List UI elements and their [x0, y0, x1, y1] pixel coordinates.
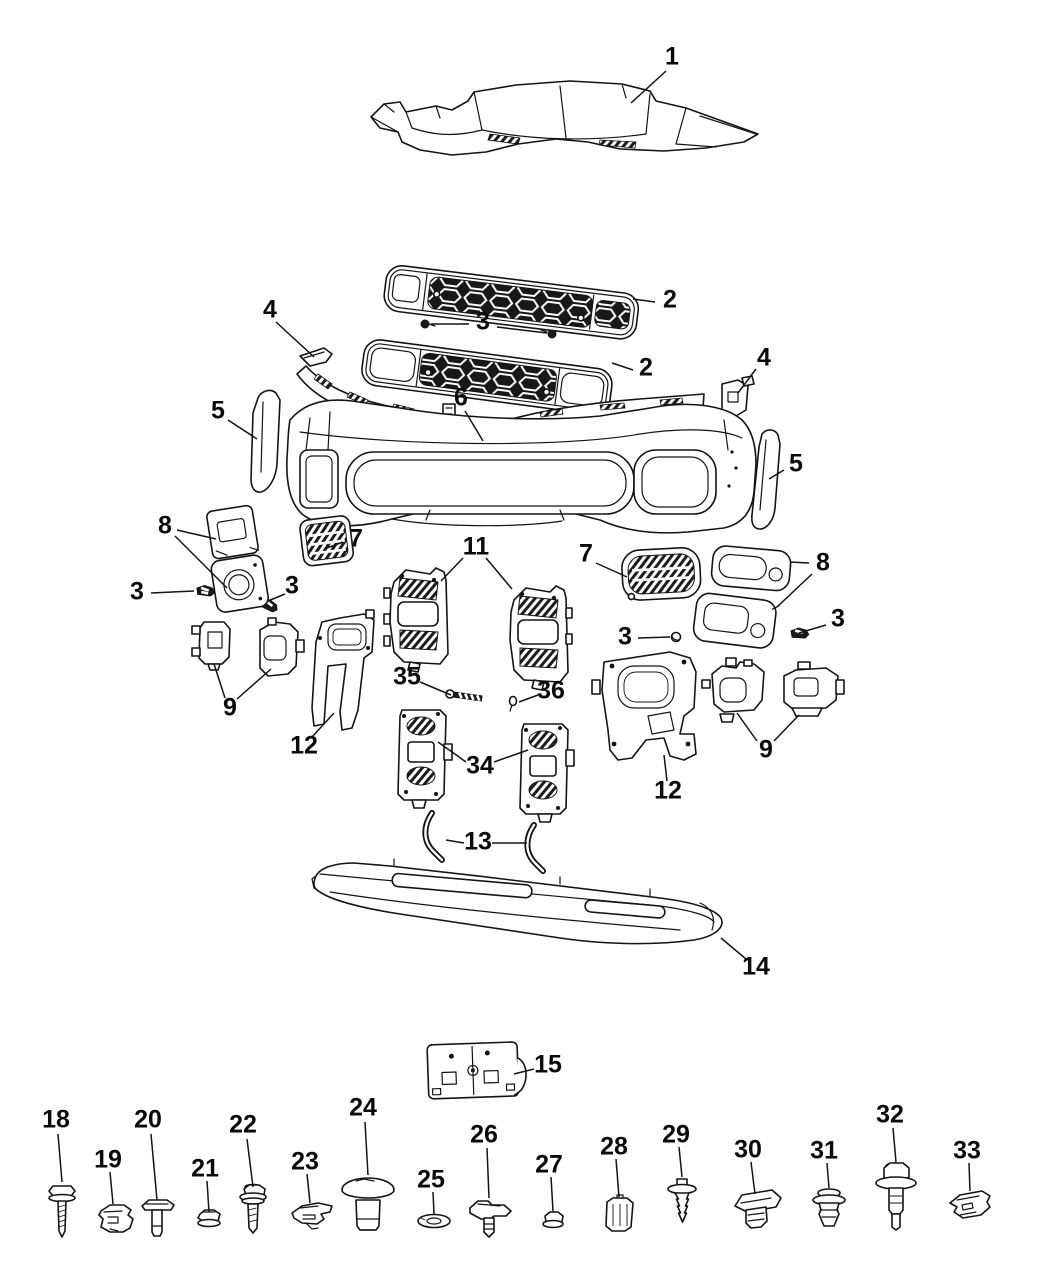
part-bolt-32: [875, 1162, 917, 1231]
part-pushpin-26: [469, 1200, 512, 1238]
part-frame-12-right: [591, 651, 697, 761]
callout-5-left: 5: [211, 397, 225, 425]
callout-4-right: 4: [757, 344, 771, 372]
callout-8-right: 8: [816, 549, 830, 577]
part-bolt-24: [341, 1177, 395, 1231]
callout-30: 30: [734, 1136, 762, 1164]
part-bumper-face-bar: [286, 399, 757, 534]
leader-lines: [57, 70, 971, 1215]
callout-12-right: 12: [654, 777, 682, 805]
part-rivet-29: [667, 1178, 697, 1223]
part-pin-36: [508, 695, 518, 712]
part-cap-left-lower: [210, 554, 269, 613]
callout-9-left: 9: [223, 694, 237, 722]
part-screw-grille-right: [540, 329, 557, 339]
callout-34: 34: [466, 752, 494, 780]
callout-20: 20: [134, 1106, 162, 1134]
callout-14: 14: [742, 953, 770, 981]
callout-9-right: 9: [759, 736, 773, 764]
part-screw-grille-left: [420, 319, 436, 329]
callout-1: 1: [665, 43, 679, 71]
part-nut-21: [197, 1209, 221, 1228]
callout-5-right: 5: [789, 450, 803, 478]
callout-25: 25: [417, 1166, 445, 1194]
callout-3-left-inner: 3: [285, 572, 299, 600]
callout-2-upper: 2: [663, 286, 677, 314]
part-bracket-9-left-a: [191, 621, 231, 671]
callout-28: 28: [600, 1133, 628, 1161]
callout-7-left: 7: [349, 525, 363, 553]
callout-22: 22: [229, 1111, 257, 1139]
part-rod-13-right: [524, 822, 546, 874]
part-rod-13-left: [422, 810, 445, 863]
part-grille-insert-upper: [383, 265, 640, 340]
callout-3-right-inner: 3: [618, 623, 632, 651]
part-grommet-31: [812, 1188, 846, 1227]
part-bolt-22: [239, 1183, 267, 1234]
callout-19: 19: [94, 1146, 122, 1174]
part-plate-34-right: [519, 723, 575, 823]
part-screw-20: [141, 1199, 175, 1237]
callout-24: 24: [349, 1094, 377, 1122]
part-cap-right-upper: [710, 545, 792, 592]
callout-6: 6: [454, 384, 468, 412]
part-cap-left-upper: [206, 504, 260, 560]
callout-31: 31: [810, 1137, 838, 1165]
callout-2-lower: 2: [639, 354, 653, 382]
part-bolt-18: [48, 1185, 76, 1238]
callout-11: 11: [463, 533, 490, 561]
part-bezel-right: [621, 547, 702, 601]
part-bezel-left: [299, 515, 355, 567]
part-side-bracket-left: [250, 389, 281, 493]
part-screw-35: [445, 689, 483, 702]
part-bracket-11-right: [509, 585, 573, 691]
callout-36: 36: [537, 677, 565, 705]
callout-26: 26: [470, 1121, 498, 1149]
callout-8-left: 8: [158, 512, 172, 540]
callout-18: 18: [42, 1106, 70, 1134]
part-plate-34-left: [397, 709, 453, 809]
part-grille-insert-lower: [361, 339, 613, 416]
callout-3-right-outer: 3: [831, 605, 845, 633]
part-side-bracket-right: [751, 429, 781, 530]
callout-3-left-outer: 3: [130, 578, 144, 606]
part-shield-panel: [370, 80, 759, 156]
part-washer-25: [417, 1213, 451, 1229]
part-license-plate-bracket: [426, 1041, 527, 1100]
part-air-dam: [311, 858, 723, 945]
part-bracket-9-right-b: [783, 661, 845, 717]
part-clip-right-inner: [670, 631, 682, 643]
callout-29: 29: [662, 1121, 690, 1149]
part-clip-23: [291, 1202, 333, 1230]
callout-21: 21: [191, 1155, 219, 1183]
callout-13: 13: [464, 828, 492, 856]
part-clip-28: [605, 1194, 634, 1232]
callout-7-right: 7: [579, 540, 593, 568]
part-screw-left-outer: [196, 585, 216, 597]
part-frame-12-left: [311, 609, 375, 731]
callout-23: 23: [291, 1148, 319, 1176]
callout-3-grille: 3: [476, 308, 490, 336]
callout-32: 32: [876, 1101, 904, 1129]
callout-35: 35: [393, 663, 421, 691]
part-clip-30: [734, 1189, 782, 1229]
callout-27: 27: [535, 1151, 563, 1179]
callout-33: 33: [953, 1137, 981, 1165]
part-clip-33: [949, 1190, 991, 1219]
callout-12-left: 12: [290, 732, 318, 760]
part-clipnut-19: [98, 1204, 134, 1233]
callout-15: 15: [534, 1051, 562, 1079]
part-bracket-9-left-b: [259, 617, 305, 677]
part-nut-27: [542, 1211, 564, 1229]
part-bracket-9-right-a: [701, 657, 765, 723]
part-bracket-11-left: [383, 567, 449, 673]
part-cap-right-lower: [692, 592, 780, 649]
callout-4-left: 4: [263, 296, 277, 324]
